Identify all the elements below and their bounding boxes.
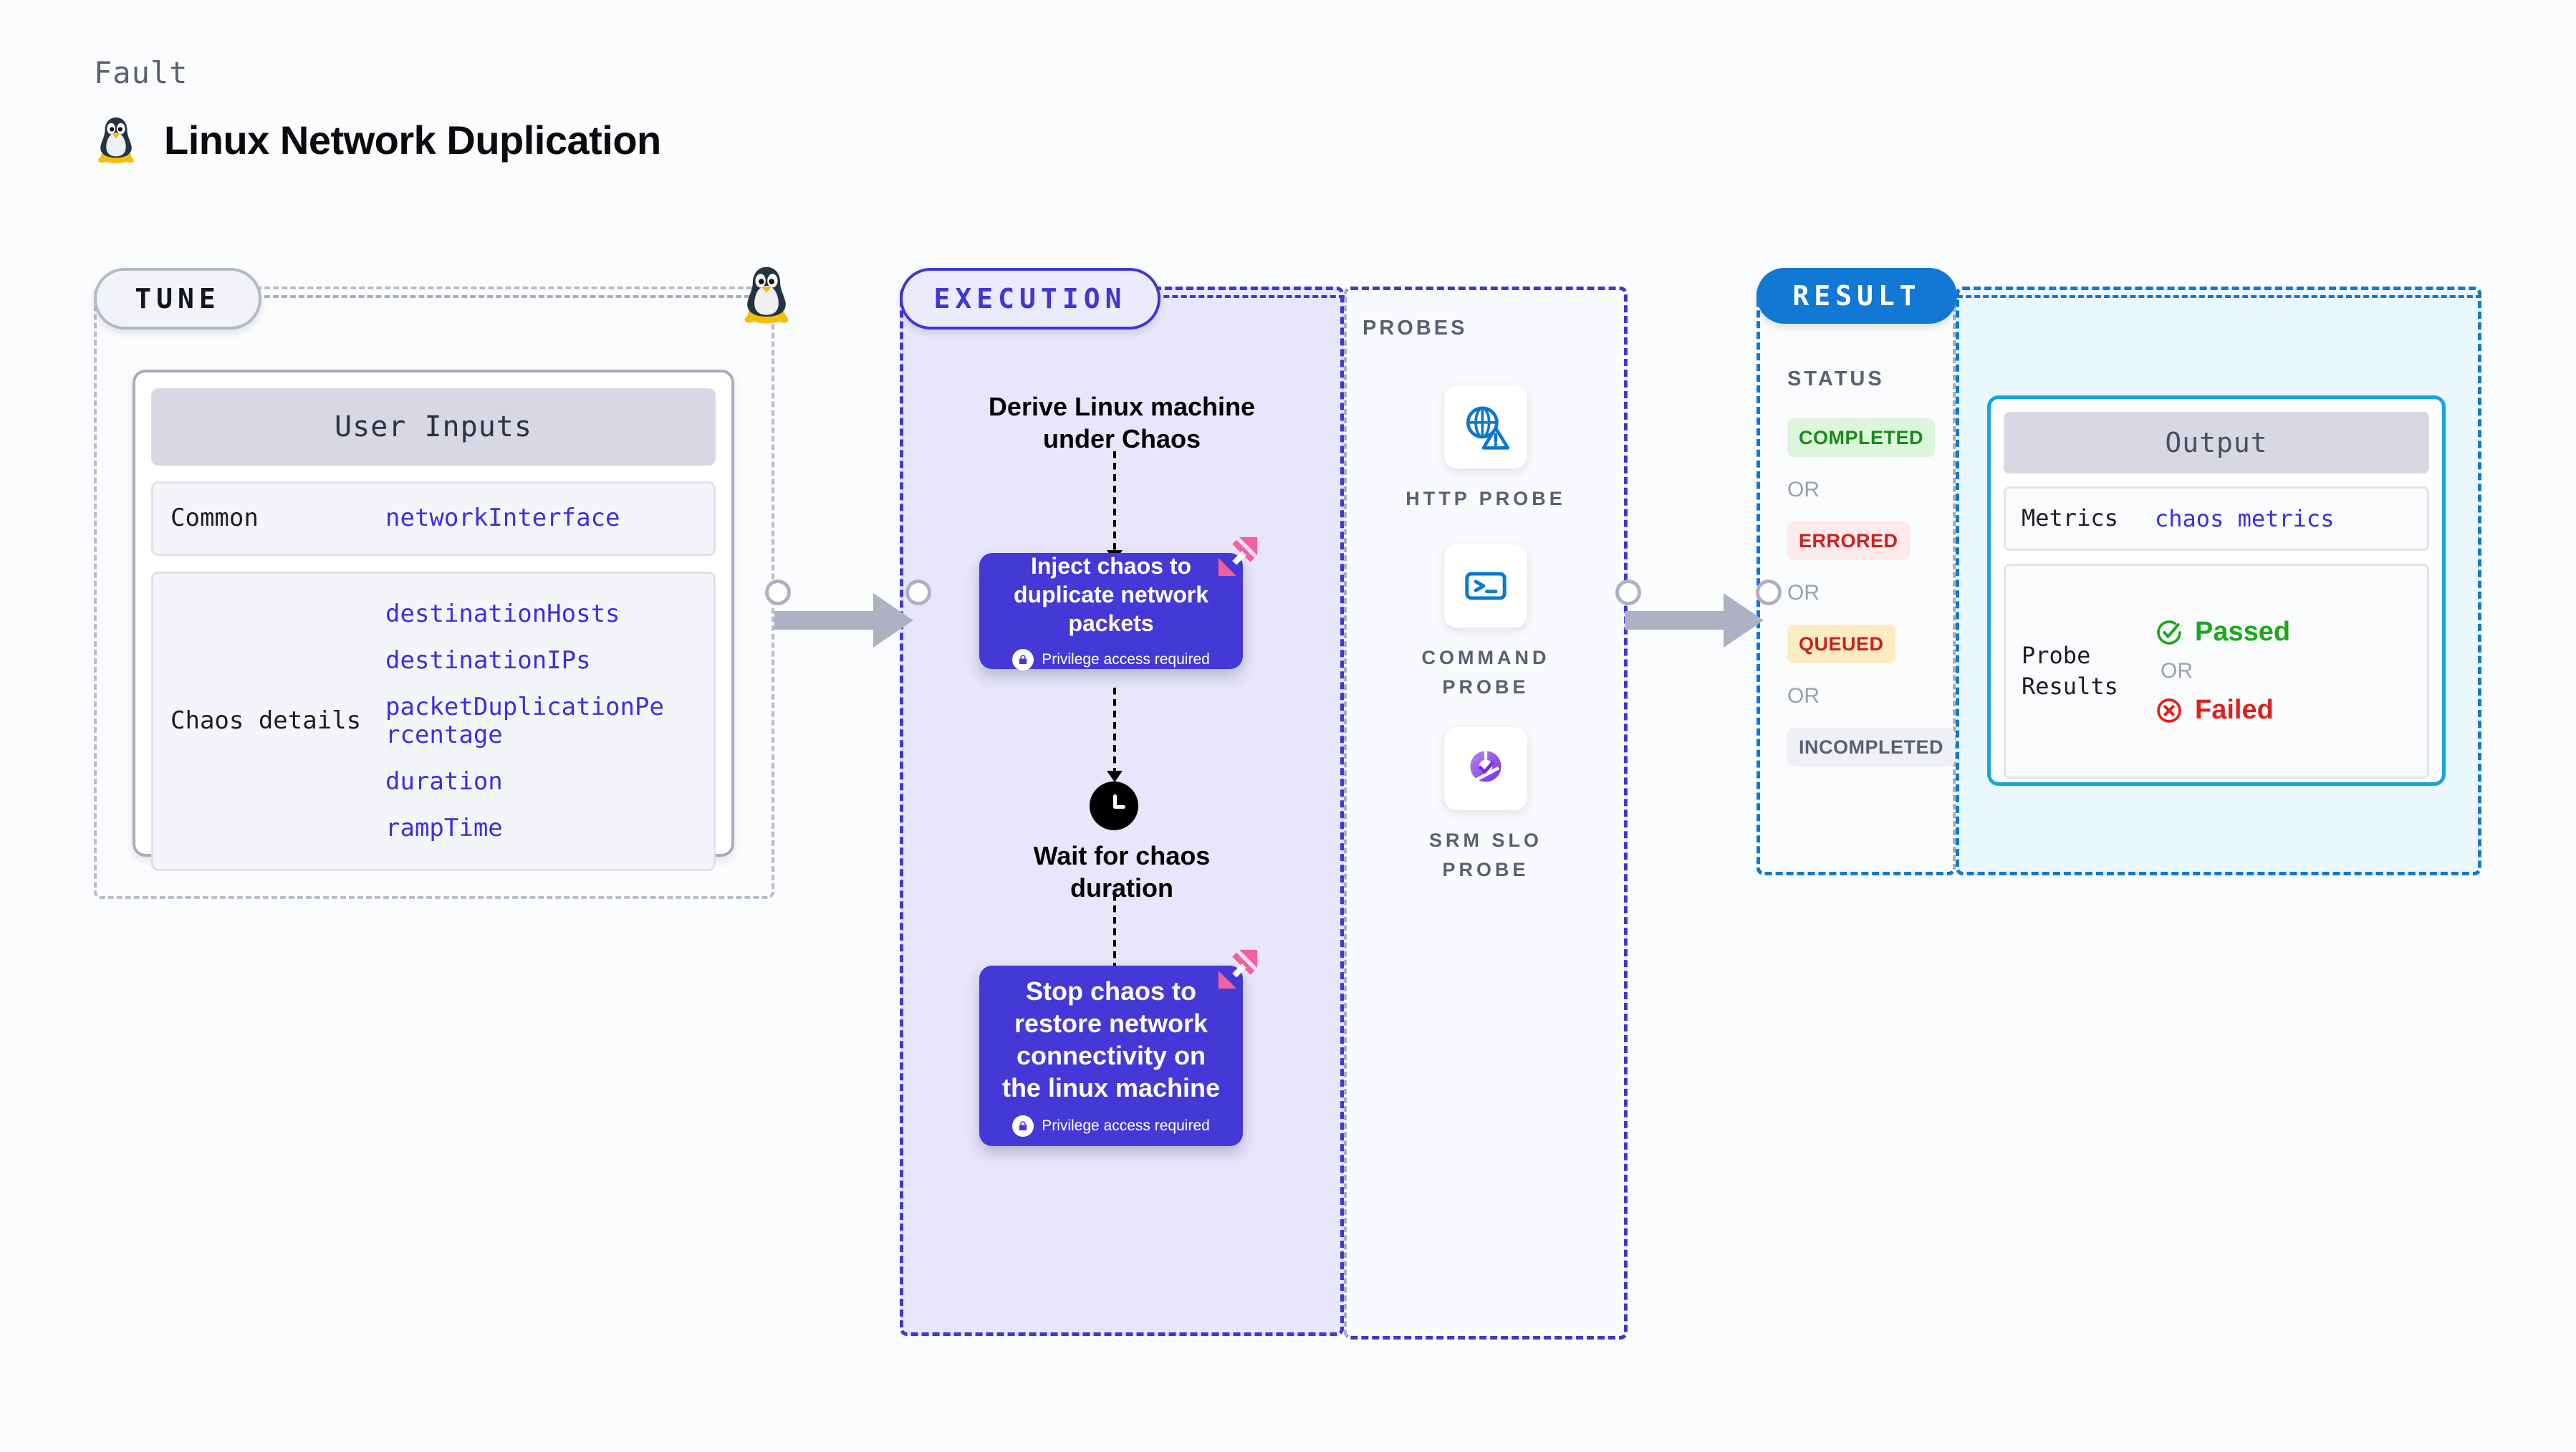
status-badge-queued: QUEUED	[1787, 625, 1895, 663]
linux-penguin-icon	[98, 117, 134, 163]
slo-donut-check-icon	[1444, 727, 1527, 810]
check-circle-icon	[2157, 620, 2181, 645]
tune-row-values: networkInterface	[385, 504, 620, 532]
probes-title: PROBES	[1363, 317, 1468, 340]
stage-badge-result[interactable]: RESULT	[1756, 268, 1957, 324]
tune-value[interactable]: destinationIPs	[385, 645, 591, 675]
output-row-label: Probe Results	[2022, 641, 2118, 700]
result-top-dashed-line	[1957, 295, 2481, 298]
status-or-label: OR	[1787, 684, 1820, 708]
tune-row-chaos-details: Chaos details destinationHosts destinati…	[151, 572, 716, 871]
status-badge-completed: COMPLETED	[1787, 418, 1936, 457]
privilege-note: Privilege access required	[1012, 1115, 1210, 1137]
globe-warning-icon	[1444, 385, 1527, 468]
lock-icon	[1012, 1115, 1034, 1137]
tune-value[interactable]: destinationHosts	[385, 599, 620, 628]
lock-icon	[1012, 649, 1034, 670]
status-title: STATUS	[1787, 367, 1885, 390]
tune-row-values: destinationHosts destinationIPs packetDu…	[385, 600, 672, 843]
connector-execution-to-result	[1615, 580, 1782, 648]
tune-value[interactable]: duration	[385, 767, 503, 797]
execution-top-dashed-line	[1155, 295, 1345, 298]
tune-row-common: Common networkInterface	[151, 481, 716, 556]
stop-chaos-title: Stop chaos to restore network connectivi…	[1001, 976, 1221, 1102]
terminal-icon	[1444, 544, 1527, 628]
page-title-row: Linux Network Duplication	[94, 115, 661, 165]
failed-label: Failed	[2195, 695, 2274, 725]
clock-icon	[1090, 782, 1138, 830]
output-row-probe-results: Probe Results Passed OR Failed	[2004, 564, 2429, 779]
linux-penguin-icon	[744, 266, 789, 324]
privilege-text: Privilege access required	[1042, 651, 1210, 668]
stop-chaos-step[interactable]: Stop chaos to restore network connectivi…	[979, 949, 1258, 1146]
harness-mark-icon	[1218, 949, 1258, 989]
probe-label: SRM SLO PROBE	[1428, 830, 1542, 880]
output-row-metrics: Metrics chaos metrics	[2004, 486, 2429, 551]
output-card: Output Metrics chaos metrics Probe Resul…	[1987, 395, 2446, 786]
probe-item-command[interactable]: COMMAND PROBE	[1400, 544, 1572, 701]
status-badge-incompleted: INCOMPLETED	[1787, 728, 1956, 766]
probe-result-or-label: OR	[2161, 659, 2193, 683]
derive-machine-text: Derive Linux machine under Chaos	[988, 392, 1256, 453]
privilege-text: Privilege access required	[1042, 1117, 1210, 1134]
stage-badge-tune[interactable]: TUNE	[94, 268, 261, 330]
tune-row-label: Common	[170, 504, 259, 533]
user-inputs-title: User Inputs	[151, 388, 716, 466]
connector-tune-to-execution	[765, 580, 931, 648]
wait-duration-text: Wait for chaos duration	[1033, 841, 1211, 903]
flow-arrow-2	[1107, 688, 1123, 782]
tune-top-dashed-line	[256, 295, 750, 298]
probe-result-passed: Passed	[2155, 617, 2290, 648]
probe-result-failed: Failed	[2155, 695, 2290, 726]
tune-value[interactable]: rampTime	[385, 814, 503, 843]
user-inputs-card: User Inputs Common networkInterface Chao…	[133, 370, 734, 871]
privilege-note: Privilege access required	[1012, 649, 1210, 670]
probe-label: HTTP PROBE	[1405, 488, 1566, 509]
tune-row-label: Chaos details	[170, 706, 362, 736]
x-circle-icon	[2157, 698, 2181, 723]
output-row-label: Metrics	[2022, 504, 2118, 532]
status-badge-errored: ERRORED	[1787, 521, 1910, 560]
flow-arrow-1	[1107, 451, 1123, 562]
output-metrics-value[interactable]: chaos metrics	[2155, 505, 2335, 532]
probe-label: COMMAND PROBE	[1421, 647, 1550, 698]
page-eyebrow-fault: Fault	[94, 55, 188, 90]
status-or-label: OR	[1787, 581, 1820, 605]
probe-item-srm-slo[interactable]: SRM SLO PROBE	[1400, 727, 1572, 884]
output-title: Output	[2004, 412, 2429, 473]
harness-mark-icon	[1218, 537, 1258, 577]
tune-value[interactable]: networkInterface	[385, 504, 620, 533]
stage-badge-execution[interactable]: EXECUTION	[900, 268, 1160, 330]
inject-chaos-step[interactable]: Inject chaos to duplicate network packet…	[979, 537, 1258, 670]
tune-value[interactable]: packetDuplicationPercentage	[385, 692, 664, 749]
probe-result-values: Passed OR Failed	[2155, 617, 2290, 726]
status-or-label: OR	[1787, 478, 1820, 501]
probe-item-http[interactable]: HTTP PROBE	[1400, 385, 1572, 514]
passed-label: Passed	[2195, 617, 2291, 647]
page-title: Linux Network Duplication	[164, 117, 661, 163]
inject-chaos-title: Inject chaos to duplicate network packet…	[1013, 553, 1209, 636]
